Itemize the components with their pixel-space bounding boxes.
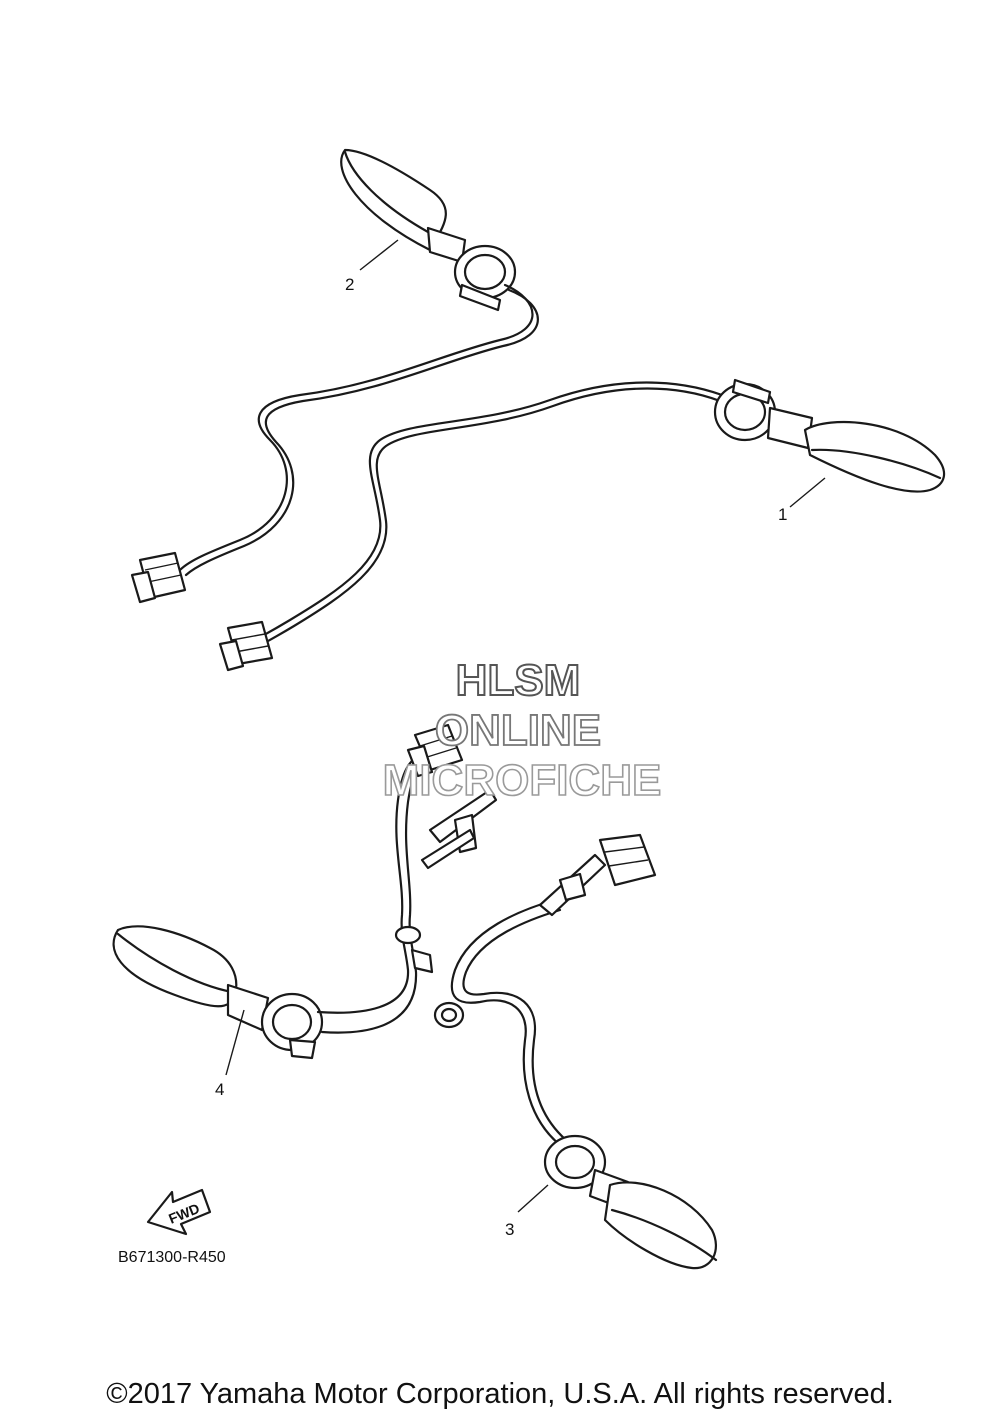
part-1-flasher-assembly[interactable] bbox=[218, 378, 946, 672]
part-3-flasher-assembly[interactable] bbox=[433, 833, 718, 1270]
callout-4: 4 bbox=[215, 1009, 245, 1099]
copyright-notice: ©2017 Yamaha Motor Corporation, U.S.A. A… bbox=[106, 1378, 894, 1410]
svg-text:3: 3 bbox=[505, 1220, 514, 1239]
diagram-code: B671300-R450 bbox=[118, 1249, 226, 1266]
callout-3: 3 bbox=[505, 1184, 549, 1239]
svg-text:1: 1 bbox=[778, 505, 787, 524]
part-4-flasher-assembly[interactable] bbox=[112, 723, 498, 1060]
watermark: HLSM ONLINE MICROFICHE bbox=[382, 655, 662, 806]
watermark-line-1: HLSM bbox=[456, 656, 581, 705]
callout-2: 2 bbox=[345, 239, 399, 294]
watermark-line-3: MICROFICHE bbox=[383, 756, 662, 805]
fwd-arrow-icon: FWD bbox=[146, 1188, 212, 1236]
watermark-line-2: ONLINE bbox=[435, 706, 601, 755]
svg-text:4: 4 bbox=[215, 1080, 224, 1099]
svg-text:2: 2 bbox=[345, 275, 354, 294]
callout-1: 1 bbox=[778, 477, 826, 524]
part-2-flasher-assembly[interactable] bbox=[130, 148, 539, 604]
